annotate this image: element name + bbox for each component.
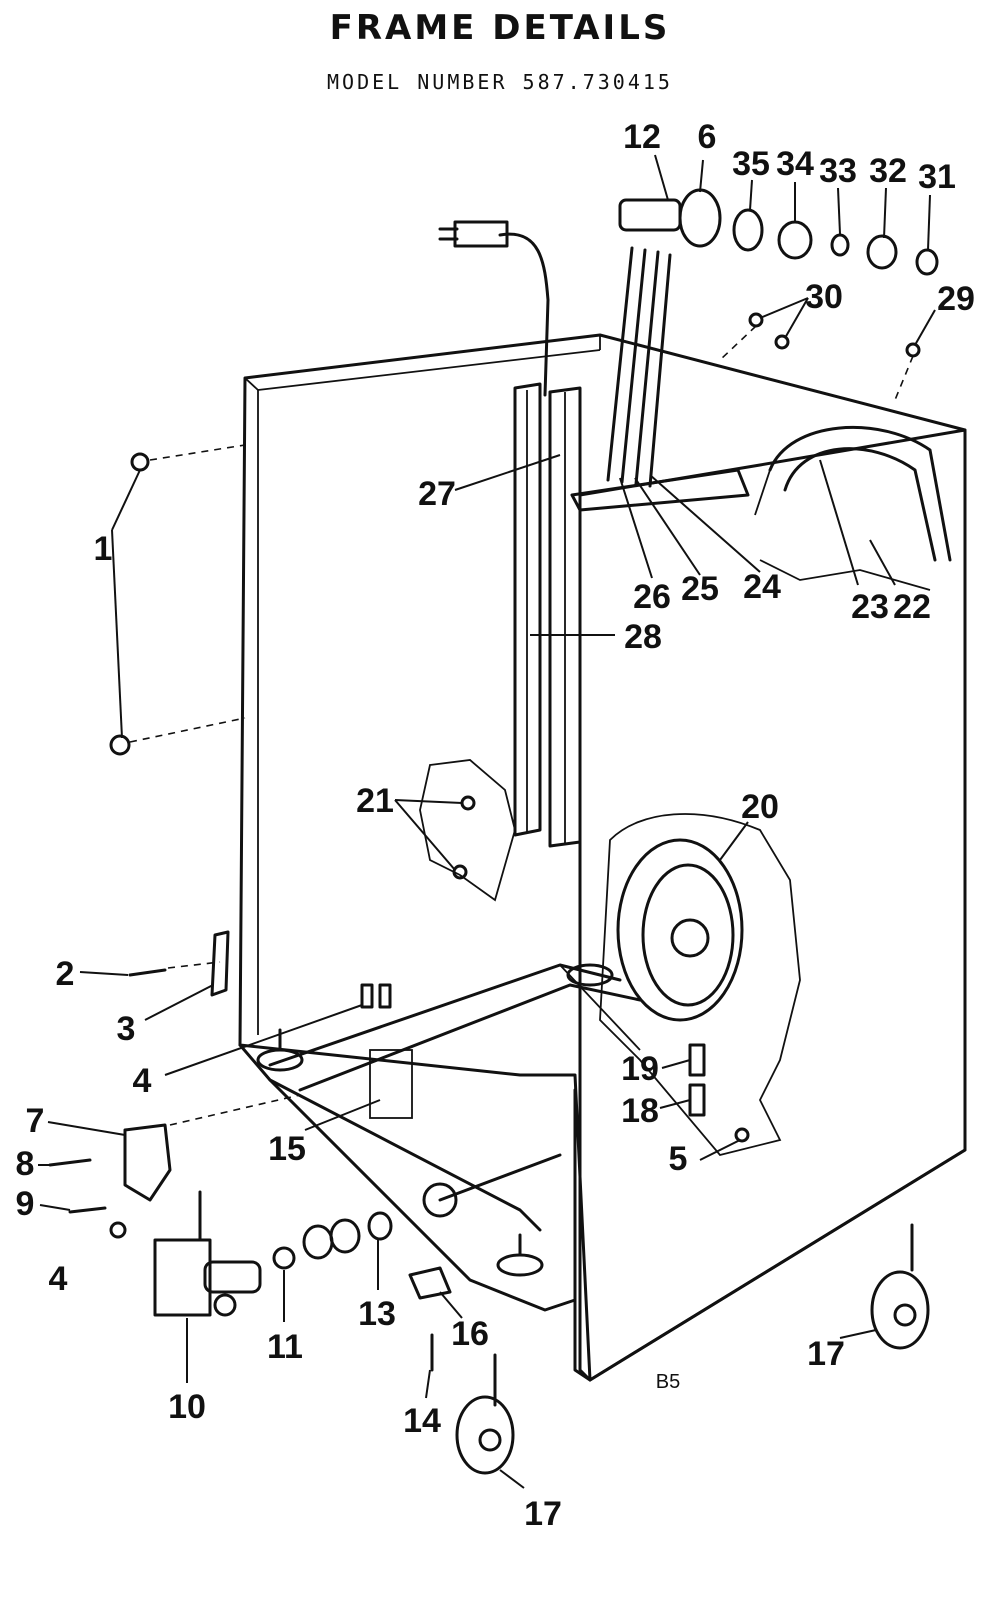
callout-6: 6 bbox=[698, 118, 717, 156]
callout-34: 34 bbox=[776, 145, 814, 183]
figure-code: B5 bbox=[656, 1371, 680, 1393]
callout-10: 10 bbox=[168, 1388, 206, 1426]
frame-cabinet bbox=[238, 198, 967, 1382]
callout-29: 29 bbox=[937, 280, 975, 318]
callout-15: 15 bbox=[268, 1130, 306, 1168]
callout-30: 30 bbox=[805, 278, 843, 316]
callout-17a: 17 bbox=[524, 1495, 562, 1533]
callout-27: 27 bbox=[418, 475, 456, 513]
callout-33: 33 bbox=[819, 152, 857, 190]
callout-8: 8 bbox=[16, 1145, 35, 1183]
callout-2: 2 bbox=[56, 955, 75, 993]
page-title: FRAME DETAILS bbox=[329, 8, 671, 48]
callout-18: 18 bbox=[621, 1092, 659, 1130]
callout-14: 14 bbox=[403, 1402, 441, 1440]
callout-13: 13 bbox=[358, 1295, 396, 1333]
callout-20: 20 bbox=[741, 788, 779, 826]
callout-17b: 17 bbox=[807, 1335, 845, 1373]
callout-32: 32 bbox=[869, 152, 907, 190]
callout-3: 3 bbox=[117, 1010, 136, 1048]
callout-28: 28 bbox=[624, 618, 662, 656]
callout-31: 31 bbox=[918, 158, 956, 196]
callout-9: 9 bbox=[16, 1185, 35, 1223]
callout-23: 23 bbox=[851, 588, 889, 626]
callout-1: 1 bbox=[94, 530, 113, 568]
callout-19: 19 bbox=[621, 1050, 659, 1088]
callout-5: 5 bbox=[669, 1140, 688, 1178]
callout-16: 16 bbox=[451, 1315, 489, 1353]
callout-22: 22 bbox=[893, 588, 931, 626]
model-number: MODEL NUMBER 587.730415 bbox=[327, 70, 673, 94]
callout-35: 35 bbox=[732, 145, 770, 183]
callout-12: 12 bbox=[623, 118, 661, 156]
callout-4b: 4 bbox=[49, 1260, 68, 1298]
callout-24: 24 bbox=[743, 568, 781, 606]
callout-4a: 4 bbox=[133, 1062, 152, 1100]
leader-lines bbox=[38, 154, 936, 1489]
callout-26: 26 bbox=[633, 578, 671, 616]
callout-11: 11 bbox=[267, 1328, 303, 1366]
callout-21: 21 bbox=[356, 782, 394, 820]
callouts: 1 2 3 4 4 5 6 7 8 9 10 11 12 13 14 15 16… bbox=[16, 118, 975, 1533]
loose-parts bbox=[48, 188, 939, 1475]
callout-25: 25 bbox=[681, 570, 719, 608]
callout-7: 7 bbox=[26, 1102, 45, 1140]
